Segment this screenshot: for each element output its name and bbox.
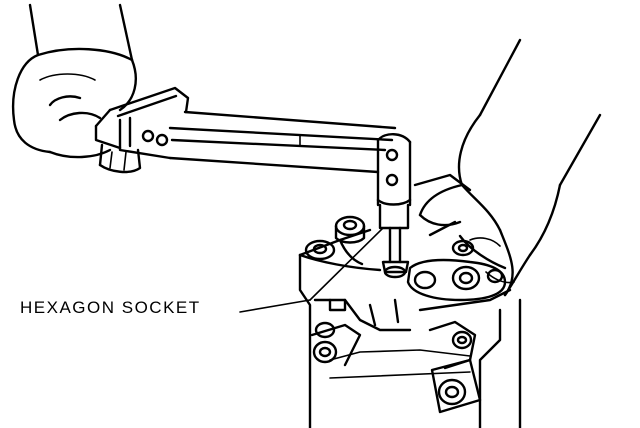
right-hand-illustration [418,38,602,297]
handle-pin-2 [155,133,169,147]
compressor-body [298,173,522,428]
arm-pin-1 [385,148,399,162]
tool-arm [376,133,412,274]
lower-port-right [430,358,482,414]
mounting-flange [406,239,507,302]
arm-pin-2 [385,173,399,187]
bolt-boss-left [304,239,336,261]
bolt-head-under-socket [383,265,407,279]
handle-pin-1 [141,129,155,143]
callout-leader [239,227,384,313]
socket-collar [378,203,410,230]
tool-handle [94,86,190,160]
bolt-boss-top [334,215,366,244]
left-hand-illustration [11,3,142,174]
hexagon-socket-label: HEXAGON SOCKET [20,298,201,317]
lower-port-left [310,321,362,367]
tool-bar [168,110,397,174]
